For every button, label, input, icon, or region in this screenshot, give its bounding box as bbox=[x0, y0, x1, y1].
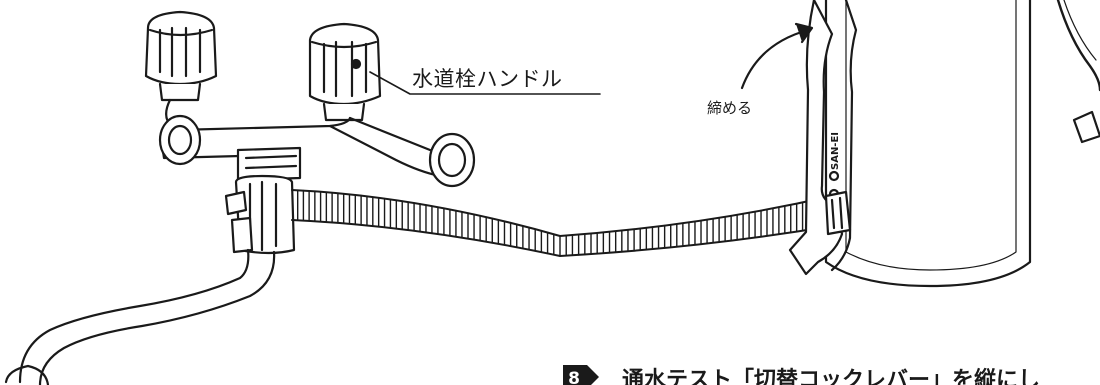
step-number: 8 bbox=[568, 369, 580, 385]
step-heading: 通水テスト「切替コックレバー」を縦にし bbox=[622, 368, 1041, 385]
right-faucet-handle bbox=[308, 22, 382, 122]
faucet-body bbox=[4, 10, 476, 385]
tighten-arrow bbox=[740, 22, 814, 90]
faucet-handle-label: 水道栓ハンドル bbox=[412, 67, 563, 91]
tighten-label: 締める bbox=[707, 99, 753, 117]
left-faucet-handle bbox=[144, 10, 218, 102]
handle-leader-line bbox=[369, 71, 601, 95]
corrugated-hose bbox=[291, 189, 833, 257]
wrench-brand-text: SAN-EI bbox=[830, 132, 841, 170]
step-number-badge: 8 bbox=[563, 365, 599, 385]
filter-cylinder bbox=[824, 0, 1032, 288]
spray-hose bbox=[1056, 0, 1100, 144]
